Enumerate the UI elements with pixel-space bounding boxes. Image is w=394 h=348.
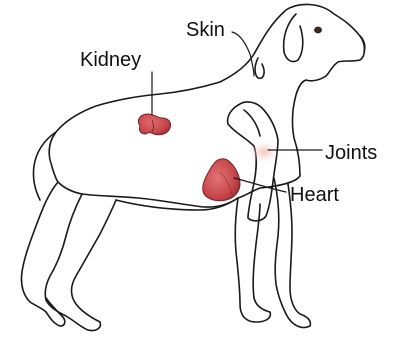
dog-eye (315, 27, 322, 33)
label-skin: Skin (186, 20, 225, 40)
leader-skin (232, 32, 254, 76)
heart-organ (203, 159, 240, 201)
dog-ear (284, 14, 303, 62)
neck-line (255, 58, 264, 78)
label-joints: Joints (325, 143, 377, 163)
label-kidney: Kidney (80, 50, 141, 70)
hind-leg-far (21, 182, 64, 326)
joint-highlight (250, 141, 278, 163)
upper-arm-detail (244, 110, 260, 136)
kidney-organ (138, 114, 170, 135)
label-heart: Heart (290, 185, 339, 205)
